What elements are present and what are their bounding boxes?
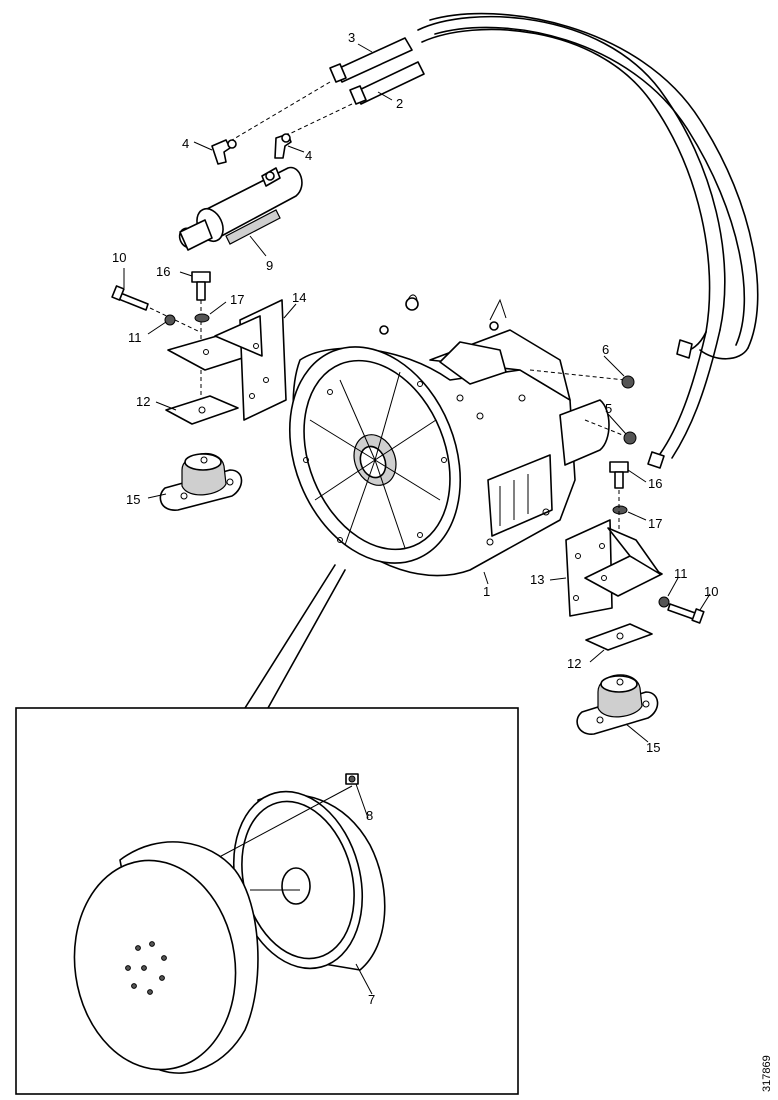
callout-15-right: 15 [646,740,660,755]
callout-15-left: 15 [126,492,140,507]
detail-inset-callout [244,564,346,709]
bolt-16-right [609,461,629,489]
bolt-10-left [111,285,149,311]
callout-17-left: 17 [230,292,244,307]
flexplate-7 [232,790,386,971]
callout-11-left: 11 [128,330,142,345]
leader-lines [123,43,711,995]
bolt-16-left [191,271,211,301]
callout-3: 3 [348,30,355,45]
elbow-fitting-4-left [211,139,237,165]
washer-11-right [658,596,670,608]
callout-2: 2 [396,96,403,111]
oil-hose-lines [417,12,759,469]
callout-6: 6 [602,342,609,357]
figure-id: 317869 [761,1055,773,1092]
shim-plate-12-right [585,623,653,651]
flywheel-housing-face [288,346,462,564]
callout-labels: 3 2 4 4 9 10 16 17 14 11 12 15 6 5 16 17… [112,30,718,1007]
callout-9: 9 [266,258,273,273]
hose-fitting-3 [329,37,413,83]
callout-8: 8 [366,808,373,823]
rubber-mount-15-right [576,674,659,735]
shim-plate-12-left [165,395,239,425]
hose-fitting-2 [349,61,425,105]
callout-10-left: 10 [112,250,126,265]
washer-11-left [164,314,176,326]
callout-16-right: 16 [648,476,662,491]
callout-12-right: 12 [567,656,581,671]
bracket-13-right [565,519,663,617]
flywheel [73,841,259,1074]
callout-1: 1 [483,584,490,599]
callout-10-right: 10 [704,584,718,599]
callout-14: 14 [292,290,306,305]
callout-4-right: 4 [305,148,312,163]
callout-12-left: 12 [136,394,150,409]
callout-7: 7 [368,992,375,1007]
fitting-5 [623,431,637,445]
washer-17-left [194,313,210,323]
callout-4-left: 4 [182,136,189,151]
callout-13: 13 [530,572,544,587]
callout-11-right: 11 [674,566,688,581]
callout-5: 5 [605,401,612,416]
elbow-fitting-4-right [274,133,292,159]
callout-17-right: 17 [648,516,662,531]
bolt-10-right [667,603,705,624]
bracket-14-left [167,299,287,421]
rubber-mount-15-left [159,452,243,511]
bolt-8 [345,773,359,785]
fitting-6 [621,375,635,389]
callout-16-left: 16 [156,264,170,279]
oil-cooler-9 [178,166,303,251]
washer-17-right [612,505,628,515]
